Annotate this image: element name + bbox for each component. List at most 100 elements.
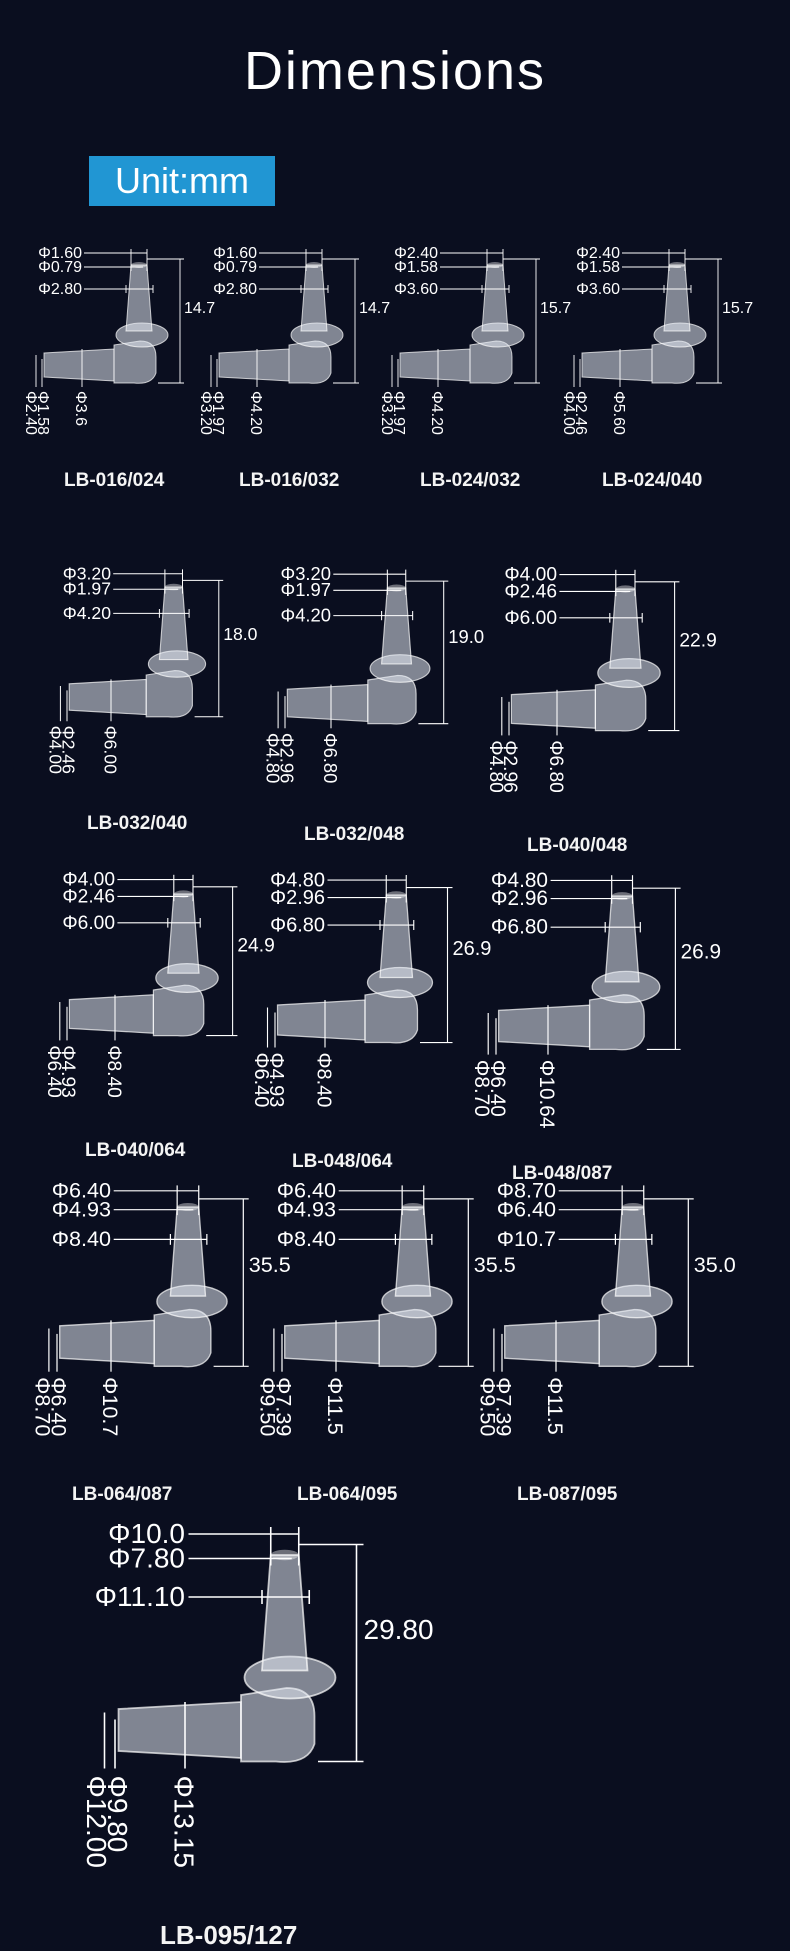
top-inner-diameter-label: Φ2.96 bbox=[491, 887, 548, 910]
top-outer-diameter-label: Φ4.80 bbox=[270, 869, 325, 891]
side-outer-diameter-label: Φ3.20 bbox=[197, 391, 214, 435]
side-barb bbox=[43, 348, 115, 382]
height-label: 14.7 bbox=[184, 300, 215, 317]
dimension-lines bbox=[210, 249, 359, 387]
height-label: 15.7 bbox=[540, 300, 571, 317]
top-outer-diameter-label: Φ3.20 bbox=[63, 563, 111, 583]
height-label: 26.9 bbox=[681, 940, 721, 963]
dimension-lines bbox=[103, 1527, 364, 1769]
height-label: 18.0 bbox=[223, 624, 257, 644]
side-barb-diameter-label: Φ4.20 bbox=[428, 391, 445, 435]
height-label: 29.80 bbox=[364, 1614, 434, 1645]
top-barb bbox=[481, 264, 509, 332]
side-inner-diameter-label: Φ1.97 bbox=[390, 391, 407, 435]
side-barb bbox=[497, 1004, 591, 1048]
model-label: LB-095/127 bbox=[160, 1920, 298, 1950]
top-inner-diameter-label: Φ4.93 bbox=[52, 1196, 111, 1221]
dimension-lines bbox=[487, 875, 681, 1055]
dimension-lines bbox=[391, 249, 540, 387]
top-outer-diameter-label: Φ2.40 bbox=[576, 245, 620, 262]
side-barb-diameter-label: Φ4.20 bbox=[247, 391, 264, 435]
side-barb-diameter-label: Φ10.7 bbox=[98, 1377, 123, 1436]
top-outer-diameter-label: Φ8.70 bbox=[497, 1178, 556, 1203]
top-flange-diameter-label: Φ3.60 bbox=[576, 281, 620, 298]
side-barb bbox=[59, 1319, 155, 1365]
model-label: LB-032/040 bbox=[87, 812, 188, 834]
top-outer-diameter-label: Φ2.40 bbox=[394, 245, 438, 262]
top-barb bbox=[609, 588, 642, 669]
top-flange-diameter-label: Φ6.00 bbox=[504, 608, 557, 629]
elbow-body bbox=[378, 1308, 437, 1368]
height-label: 26.9 bbox=[453, 938, 492, 960]
elbow-body bbox=[153, 1308, 212, 1368]
side-barb bbox=[399, 348, 471, 382]
side-inner-diameter-label: Φ2.46 bbox=[572, 391, 589, 435]
side-inner-diameter-label: Φ6.40 bbox=[47, 1377, 72, 1436]
elbow-body bbox=[364, 989, 419, 1044]
side-barb bbox=[117, 1701, 242, 1759]
side-barb bbox=[68, 994, 154, 1034]
side-inner-diameter-label: Φ2.96 bbox=[499, 740, 520, 793]
side-barb-diameter-label: Φ6.00 bbox=[100, 726, 120, 774]
elbow-body bbox=[113, 340, 157, 384]
side-outer-diameter-label: Φ3.20 bbox=[378, 391, 395, 435]
top-inner-diameter-label: Φ7.80 bbox=[108, 1542, 185, 1573]
side-barb-diameter-label: Φ8.40 bbox=[103, 1045, 124, 1098]
top-inner-diameter-label: Φ1.58 bbox=[394, 259, 438, 276]
top-barb bbox=[167, 893, 200, 974]
side-barb-diameter-label: Φ5.60 bbox=[610, 391, 627, 435]
top-barb bbox=[169, 1206, 207, 1297]
top-barb bbox=[394, 1206, 432, 1297]
side-outer-diameter-label: Φ8.70 bbox=[30, 1377, 55, 1436]
dimension-lines bbox=[35, 249, 184, 387]
top-inner-diameter-label: Φ1.97 bbox=[281, 579, 331, 600]
model-label: LB-032/048 bbox=[304, 823, 405, 845]
elbow-body bbox=[469, 340, 513, 384]
side-barb bbox=[581, 348, 653, 382]
top-barb bbox=[379, 894, 414, 979]
top-barb bbox=[614, 1206, 652, 1297]
elbow-body bbox=[288, 340, 332, 384]
top-outer-diameter-label: Φ1.60 bbox=[213, 245, 257, 262]
dimension-lines bbox=[277, 569, 449, 729]
side-outer-diameter-label: Φ6.40 bbox=[43, 1045, 64, 1098]
top-inner-diameter-label: Φ2.46 bbox=[504, 581, 557, 602]
height-label: 15.7 bbox=[722, 300, 753, 317]
side-barb bbox=[276, 999, 366, 1041]
height-label: 24.9 bbox=[237, 936, 274, 957]
side-inner-diameter-label: Φ4.93 bbox=[265, 1053, 287, 1108]
height-label: 22.9 bbox=[679, 631, 716, 652]
top-flange-diameter-label: Φ8.40 bbox=[52, 1226, 111, 1251]
top-inner-diameter-label: Φ0.79 bbox=[38, 259, 82, 276]
elbow-body bbox=[588, 994, 645, 1051]
top-barb bbox=[158, 586, 189, 661]
top-inner-diameter-label: Φ2.46 bbox=[62, 886, 115, 907]
side-barb bbox=[68, 678, 147, 716]
side-outer-diameter-label: Φ6.40 bbox=[250, 1053, 272, 1108]
side-outer-diameter-label: Φ8.70 bbox=[470, 1060, 493, 1117]
model-label: LB-016/032 bbox=[239, 470, 340, 491]
top-flange-diameter-label: Φ8.40 bbox=[277, 1226, 336, 1251]
dimension-lines bbox=[573, 249, 722, 387]
side-barb-diameter-label: Φ6.80 bbox=[545, 740, 566, 793]
side-barb-diameter-label: Φ13.15 bbox=[168, 1776, 199, 1868]
side-inner-diameter-label: Φ2.46 bbox=[59, 726, 79, 774]
model-label: LB-064/087 bbox=[72, 1483, 173, 1505]
top-flange-diameter-label: Φ6.80 bbox=[270, 914, 325, 936]
elbow-body bbox=[594, 679, 647, 732]
unit-badge: Unit:mm bbox=[89, 156, 275, 206]
